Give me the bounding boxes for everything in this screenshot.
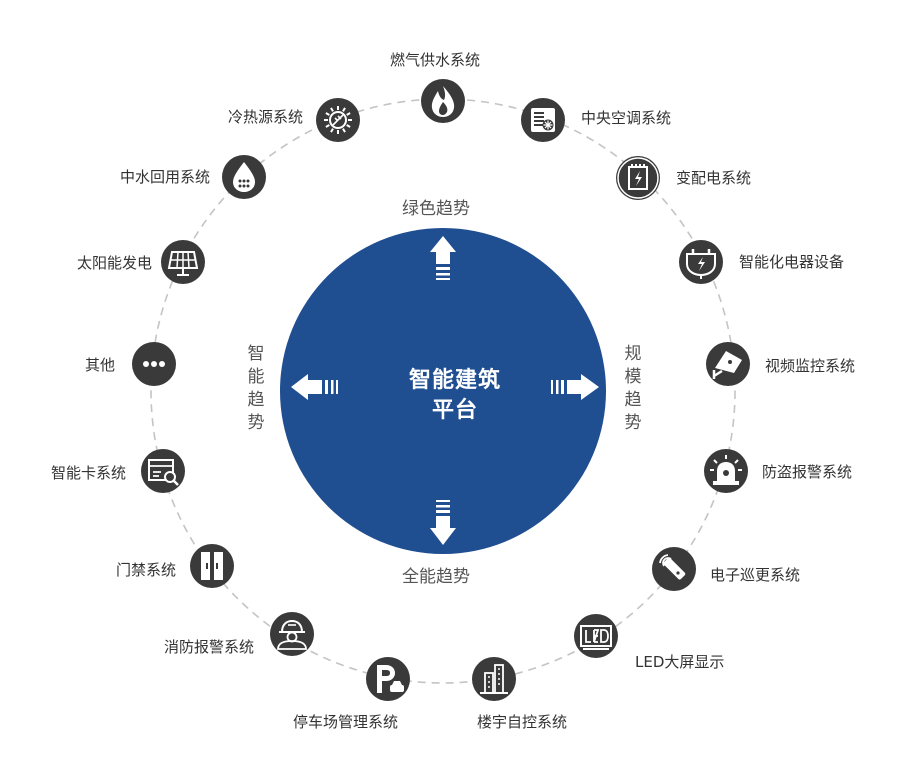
trend-bottom-label: 全能趋势 — [402, 567, 470, 587]
system-node — [616, 156, 660, 200]
arrow-up-icon — [430, 236, 456, 280]
power-distribution-icon — [617, 157, 659, 199]
arrow-left-icon — [291, 374, 338, 400]
system-node-label: 视频监控系统 — [765, 357, 856, 375]
air-conditioner-icon — [531, 108, 555, 132]
system-node — [652, 547, 696, 591]
system-node-label: 门禁系统 — [115, 561, 176, 579]
system-node-label: 停车场管理系统 — [293, 713, 399, 731]
platform-title-line1: 智能建筑 — [408, 368, 501, 393]
system-node-label: 智能化电器设备 — [739, 253, 845, 271]
system-node-label: 防盗报警系统 — [762, 463, 853, 481]
system-node — [161, 240, 205, 284]
trend-top-label: 绿色趋势 — [402, 199, 470, 219]
system-node-label: 其他 — [84, 356, 115, 374]
system-node — [222, 155, 266, 199]
node-circle — [141, 449, 185, 493]
building-icon — [480, 664, 508, 694]
node-circle — [190, 544, 234, 588]
door-access-icon — [201, 552, 223, 580]
patrol-reader-icon — [659, 554, 686, 580]
arrow-down-icon — [430, 500, 456, 545]
system-node — [706, 342, 750, 386]
system-node-label: 中央空调系统 — [581, 109, 672, 127]
alarm-light-icon — [710, 455, 742, 485]
system-node — [270, 612, 314, 656]
more-dots-icon — [143, 361, 165, 367]
smart-card-icon — [148, 459, 179, 486]
hot-cold-icon — [324, 106, 352, 134]
node-circle — [270, 612, 314, 656]
system-node-label: 燃气供水系统 — [390, 51, 481, 69]
smart-plug-icon — [686, 249, 716, 279]
water-drop-icon — [233, 162, 255, 192]
cctv-camera-icon — [712, 351, 742, 379]
system-node-label: 冷热源系统 — [227, 108, 303, 126]
system-node — [679, 240, 723, 284]
system-node-label: 楼宇自控系统 — [477, 713, 568, 731]
system-node — [316, 98, 360, 142]
node-circle — [472, 657, 516, 701]
system-node-label: 电子巡更系统 — [710, 566, 801, 584]
system-node — [141, 449, 185, 493]
system-node — [132, 342, 176, 386]
system-node — [521, 98, 565, 142]
platform-title-line2: 平台 — [431, 398, 478, 423]
system-node-label: 变配电系统 — [676, 169, 752, 187]
platform-title: 智能建筑 平台 — [340, 366, 570, 426]
led-screen-icon — [580, 625, 612, 650]
system-node — [704, 449, 748, 493]
system-node-label: 消防报警系统 — [163, 638, 254, 656]
system-node — [421, 79, 465, 123]
system-node — [472, 657, 516, 701]
system-node-label: 太阳能发电 — [76, 254, 152, 272]
system-node-label: 中水回用系统 — [119, 168, 210, 186]
parking-icon — [377, 665, 404, 693]
platform-circle — [280, 228, 606, 554]
system-node-label: 智能卡系统 — [50, 464, 126, 482]
firefighter-icon — [277, 619, 307, 650]
system-node-label: LED大屏显示 — [635, 653, 725, 671]
trend-right-label: 规模趋势 — [624, 344, 642, 433]
solar-panel-icon — [167, 251, 199, 276]
trend-left-label: 智能趋势 — [247, 344, 265, 433]
system-node — [190, 544, 234, 588]
system-node — [366, 657, 410, 701]
system-node — [574, 614, 618, 658]
fire-icon — [431, 86, 455, 117]
arrow-right-icon — [551, 374, 599, 400]
nodes-layer — [132, 79, 750, 701]
